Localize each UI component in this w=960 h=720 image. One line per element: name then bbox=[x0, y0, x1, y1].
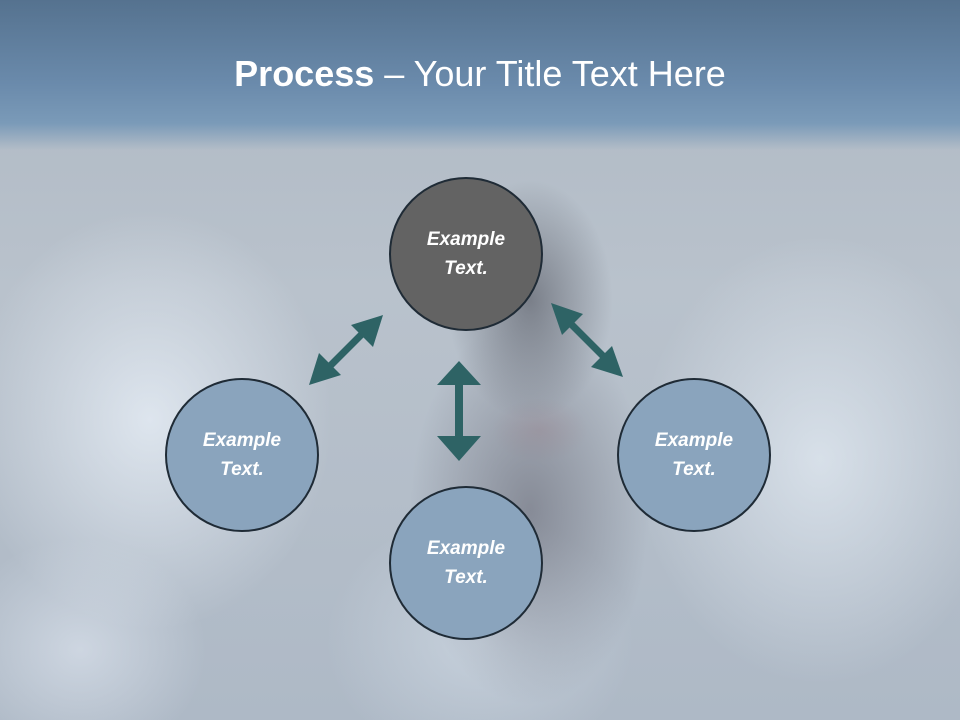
double-arrow-upper-left bbox=[309, 315, 383, 385]
node-right-line1: Example bbox=[654, 430, 734, 451]
node-top-line1: Example bbox=[426, 229, 506, 250]
node-bottom-line1: Example bbox=[426, 538, 506, 559]
process-node-bottom: Example Text. bbox=[389, 486, 543, 640]
node-top-line2: Text. bbox=[444, 258, 488, 279]
title-band bbox=[0, 0, 960, 150]
process-node-top: Example Text. bbox=[389, 177, 543, 331]
process-node-left: Example Text. bbox=[165, 378, 319, 532]
node-bottom-line2: Text. bbox=[444, 567, 488, 588]
node-left-line1: Example bbox=[202, 430, 282, 451]
title-rest: – Your Title Text Here bbox=[374, 53, 726, 94]
node-right-line2: Text. bbox=[672, 459, 716, 480]
node-left-line2: Text. bbox=[220, 459, 264, 480]
process-node-right: Example Text. bbox=[617, 378, 771, 532]
double-arrow-vertical bbox=[437, 361, 481, 461]
double-arrow-upper-right bbox=[551, 303, 623, 377]
title-bold: Process bbox=[234, 53, 375, 94]
slide-title: Process – Your Title Text Here bbox=[0, 52, 960, 96]
